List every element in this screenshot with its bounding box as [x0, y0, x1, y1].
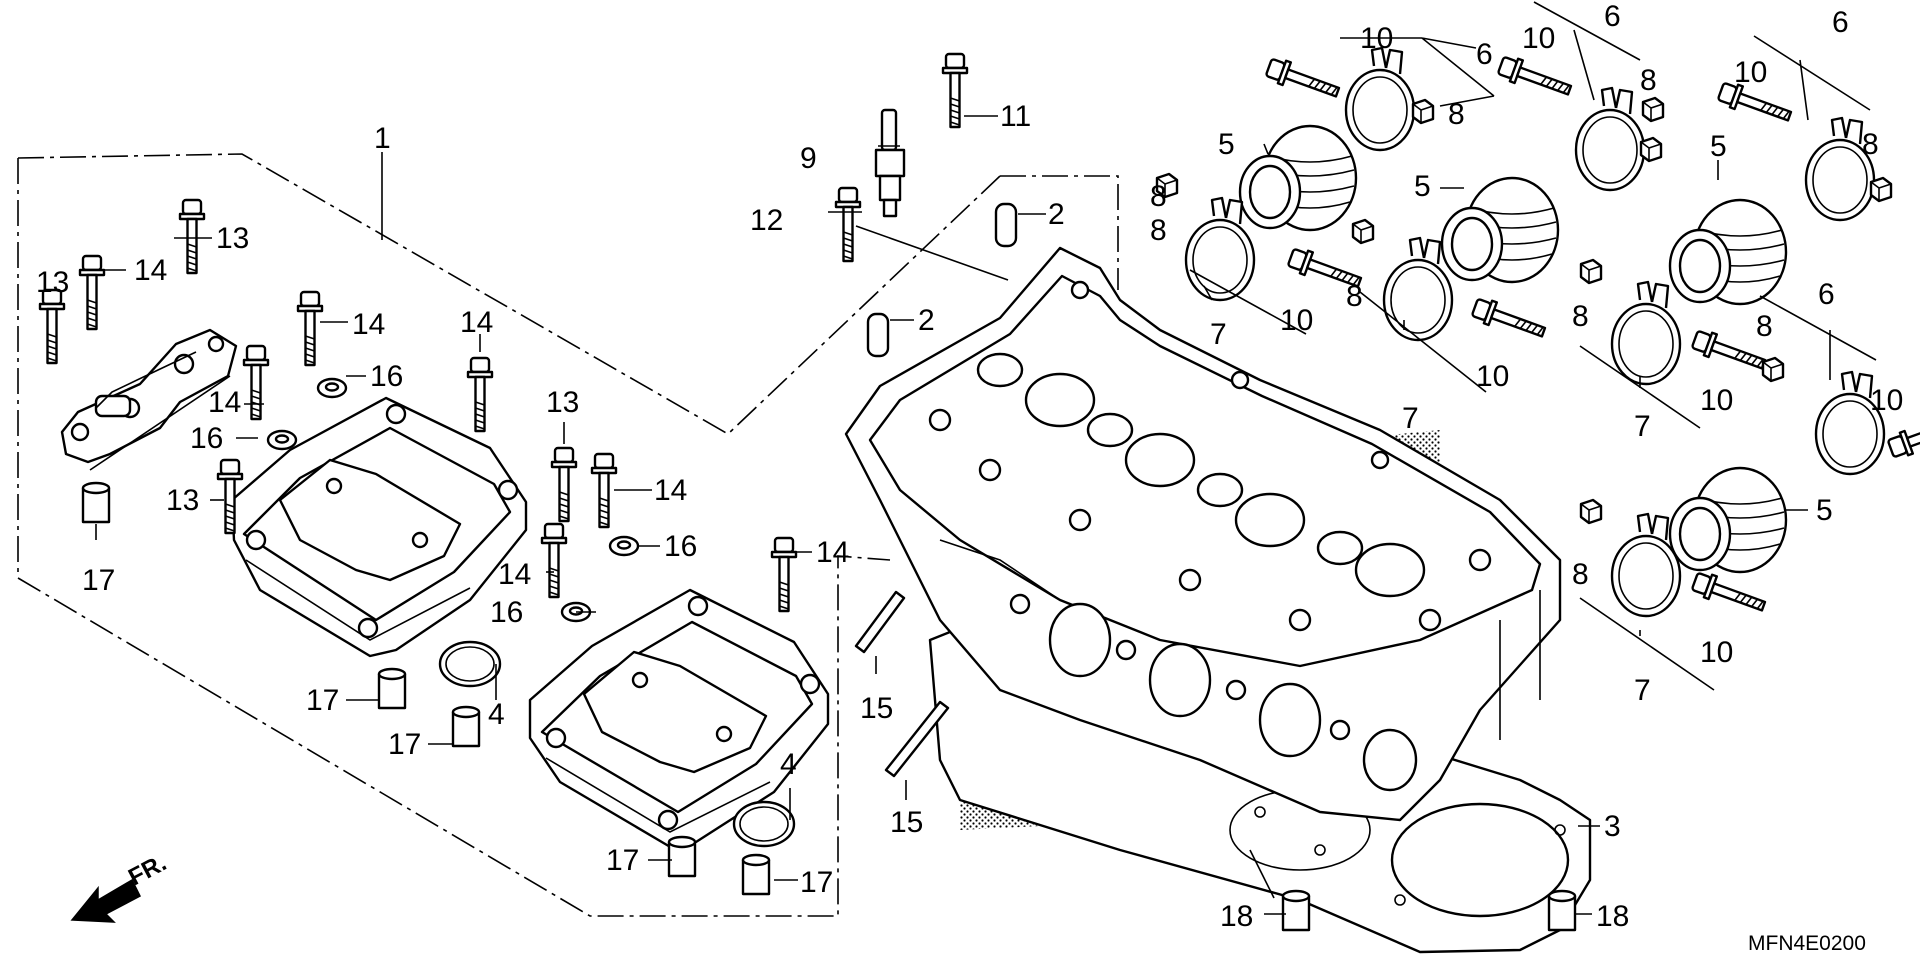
callout-8: 8	[1150, 214, 1167, 247]
callout-11: 11	[1000, 100, 1031, 133]
cam-holder	[60, 328, 238, 471]
callout-13: 13	[546, 386, 579, 419]
callout-17: 17	[82, 564, 115, 597]
callout-7: 7	[1210, 318, 1227, 351]
callout-6: 6	[1604, 0, 1621, 33]
dowel-pins	[866, 202, 1018, 358]
callout-7: 7	[1402, 402, 1419, 435]
callout-5: 5	[1218, 128, 1235, 161]
callout-14: 14	[352, 308, 385, 341]
callout-9: 9	[800, 142, 817, 175]
callout-8: 8	[1448, 98, 1465, 131]
callout-16: 16	[370, 360, 403, 393]
callout-8: 8	[1572, 300, 1589, 333]
callout-2: 2	[1048, 198, 1065, 231]
callout-17: 17	[606, 844, 639, 877]
callout-5: 5	[1710, 130, 1727, 163]
callout-2: 2	[918, 304, 935, 337]
callouts: 1 2 2 3 4 4 5 5 5 5 6 6 6 6 7 7 7 7 8 8 …	[36, 0, 1903, 933]
assembly-outline	[17, 152, 1119, 917]
callout-17: 17	[800, 866, 833, 899]
callout-13: 13	[216, 222, 249, 255]
callout-6: 6	[1832, 6, 1849, 39]
callout-14: 14	[460, 306, 493, 339]
callout-8: 8	[1640, 64, 1657, 97]
callout-6: 6	[1476, 38, 1493, 71]
head-cover-right	[528, 588, 830, 850]
callout-5: 5	[1816, 494, 1833, 527]
callout-10: 10	[1870, 384, 1903, 417]
callout-14: 14	[498, 558, 531, 591]
callout-16: 16	[490, 596, 523, 629]
callout-7: 7	[1634, 410, 1651, 443]
callout-10: 10	[1476, 360, 1509, 393]
callout-12: 12	[750, 204, 783, 237]
callout-18: 18	[1596, 900, 1629, 933]
callout-14: 14	[208, 386, 241, 419]
callout-17: 17	[388, 728, 421, 761]
callout-14: 14	[134, 254, 167, 287]
callout-6: 6	[1818, 278, 1835, 311]
callout-8: 8	[1862, 128, 1879, 161]
callout-15: 15	[860, 692, 893, 725]
callout-5: 5	[1414, 170, 1431, 203]
callout-18: 18	[1220, 900, 1253, 933]
callout-10: 10	[1700, 636, 1733, 669]
callout-16: 16	[664, 530, 697, 563]
callout-10: 10	[1360, 22, 1393, 55]
callout-8: 8	[1572, 558, 1589, 591]
callout-3: 3	[1604, 810, 1621, 843]
front-arrow-icon	[70, 878, 141, 923]
callout-13: 13	[166, 484, 199, 517]
callout-10: 10	[1522, 22, 1555, 55]
callout-17: 17	[306, 684, 339, 717]
studs	[854, 590, 950, 778]
callout-14: 14	[816, 536, 849, 569]
callout-4: 4	[488, 698, 505, 731]
callout-13: 13	[36, 266, 69, 299]
diagram-code: MFN4E0200	[1748, 932, 1866, 955]
callout-7: 7	[1634, 674, 1651, 707]
o-rings	[438, 640, 796, 848]
front-direction-indicator: FR.	[70, 849, 171, 923]
callout-14: 14	[654, 474, 687, 507]
callout-16: 16	[190, 422, 223, 455]
callout-4: 4	[780, 748, 797, 781]
cylinder-head	[844, 246, 1592, 954]
callout-10: 10	[1280, 304, 1313, 337]
callout-10: 10	[1700, 384, 1733, 417]
callout-1: 1	[374, 122, 391, 155]
spark-plug	[874, 108, 906, 218]
leader-lines	[95, 1, 1877, 915]
head-cover-left	[230, 396, 528, 658]
callout-15: 15	[890, 806, 923, 839]
callout-8: 8	[1346, 280, 1363, 313]
callout-8: 8	[1150, 180, 1167, 213]
callout-8: 8	[1756, 310, 1773, 343]
callout-10: 10	[1734, 56, 1767, 89]
